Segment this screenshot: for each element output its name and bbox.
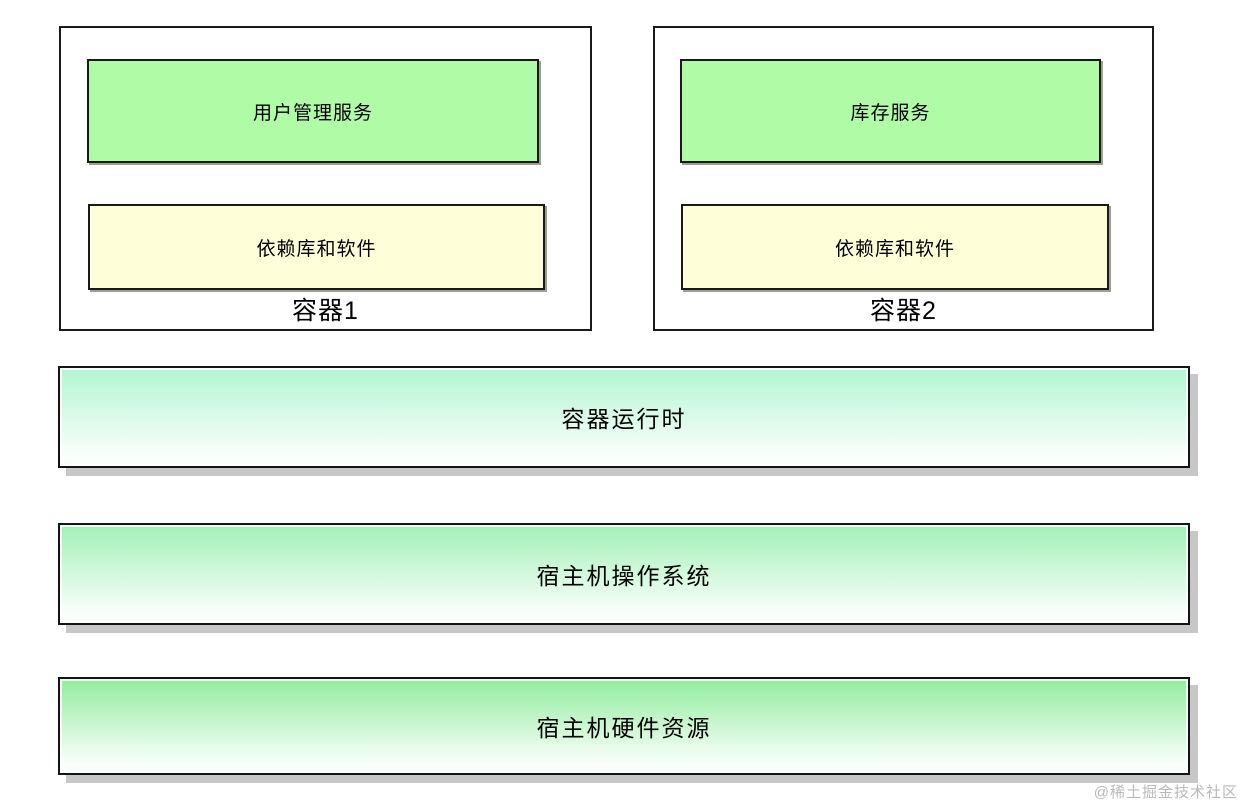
service-box-inventory: 库存服务 [680,59,1101,163]
watermark-juejin-community: @稀土掘金技术社区 [1093,784,1238,801]
layer-container-runtime: 容器运行时 [58,366,1190,468]
service-box-user-management: 用户管理服务 [87,59,539,163]
layer-label: 宿主机硬件资源 [536,715,712,741]
layer-label: 宿主机操作系统 [536,563,712,589]
container-2-box: 库存服务 依赖库和软件 容器2 [653,26,1154,331]
dependencies-label: 依赖库和软件 [834,238,955,260]
dependencies-label: 依赖库和软件 [256,238,377,260]
dependencies-box-container-1: 依赖库和软件 [88,204,545,290]
dependencies-box-container-2: 依赖库和软件 [681,204,1109,290]
service-label: 用户管理服务 [252,102,373,124]
container-1-box: 用户管理服务 依赖库和软件 容器1 [59,26,592,331]
container-2-label: 容器2 [870,297,937,325]
layer-host-hardware-resources: 宿主机硬件资源 [58,677,1190,775]
layer-host-operating-system: 宿主机操作系统 [58,523,1190,625]
container-1-label: 容器1 [292,297,359,325]
layer-label: 容器运行时 [561,406,687,432]
service-label: 库存服务 [850,102,931,124]
